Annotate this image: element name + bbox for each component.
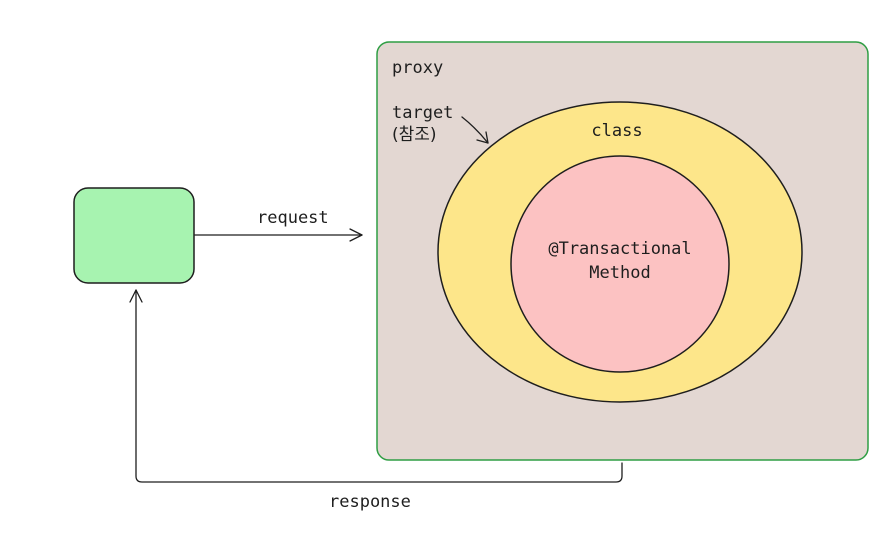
target-label-line2: (참조) [392, 125, 437, 145]
response-label: response [329, 492, 411, 512]
target-arrowhead [476, 131, 489, 144]
method-label-line1: @Transactional [548, 239, 691, 259]
response-arrowhead [129, 289, 143, 303]
request-arrowhead [349, 228, 363, 242]
request-label: request [257, 208, 329, 228]
method-label-line2: Method [589, 263, 650, 283]
response-arrow [135, 289, 623, 483]
method-ellipse [510, 155, 730, 373]
proxy-label: proxy [392, 58, 443, 78]
client-box [73, 187, 195, 284]
class-label: class [591, 121, 642, 141]
target-label-line1: target [392, 103, 453, 123]
target-arrow [461, 116, 489, 144]
